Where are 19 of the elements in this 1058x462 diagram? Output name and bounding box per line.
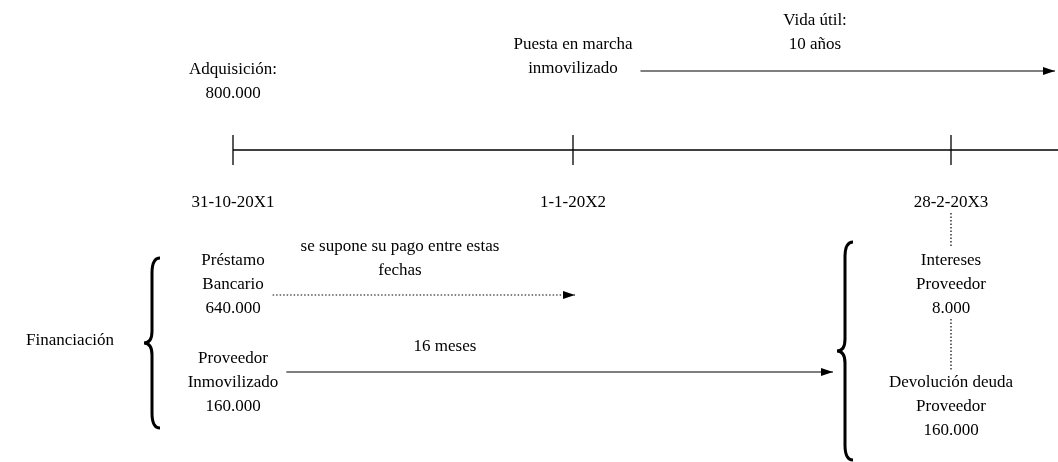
edge-label: se supone su pago entre estas fechas — [300, 235, 500, 281]
connector-line — [950, 212, 952, 249]
date-label: 31-10-20X1 — [153, 190, 313, 214]
event-label: Puesta en marcha inmovilizado — [513, 32, 633, 80]
arrow — [272, 291, 576, 299]
date-label: 28-2-20X3 — [881, 190, 1021, 214]
repayment-label: Devolución deuda Proveedor 160.000 — [888, 370, 1014, 442]
group-label: Financiación — [25, 329, 115, 351]
event-label: Adquisición: 800.000 — [163, 57, 303, 105]
arrow — [285, 368, 834, 376]
edge-label: Vida útil: 10 años — [782, 9, 848, 55]
edge-label: 16 meses — [412, 335, 478, 357]
date-label: 1-1-20X2 — [503, 190, 643, 214]
supplier-label: Proveedor Inmovilizado 160.000 — [163, 346, 303, 418]
curly-brace — [835, 240, 854, 462]
interest-label: Intereses Proveedor 8.000 — [901, 248, 1001, 320]
arrow — [639, 67, 1056, 75]
connector-line — [950, 318, 952, 371]
loan-label: Préstamo Bancario 640.000 — [178, 248, 288, 320]
